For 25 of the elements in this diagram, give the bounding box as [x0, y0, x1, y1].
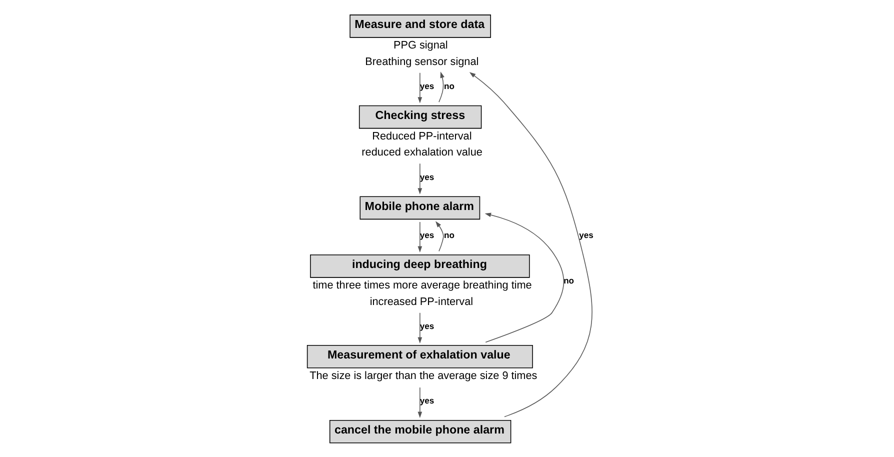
edge-label: yes: [419, 80, 434, 91]
node-label: increased PP-interval: [369, 296, 473, 308]
arrow: [417, 312, 422, 344]
arrow: [417, 387, 422, 418]
edge-label: yes: [419, 395, 434, 406]
node-label: The size is larger than the average size 9 times: [309, 370, 537, 382]
edge-label: yes: [419, 230, 434, 240]
arrow: [435, 221, 444, 252]
arrow: [468, 72, 592, 418]
edge-label: no: [563, 275, 574, 286]
arrow: [417, 222, 422, 252]
edge-label: no: [444, 80, 454, 91]
node-label: Reduced PP-interval: [372, 130, 472, 142]
arrow: [417, 163, 422, 194]
arrow: [417, 72, 422, 104]
edge-label: no: [444, 230, 454, 240]
node-label: Breathing sensor signal: [364, 56, 478, 68]
node-label: reduced exhalation value: [361, 146, 482, 159]
edge-label: yes: [578, 230, 593, 240]
arrow: [484, 212, 564, 343]
edge-label: yes: [419, 320, 434, 331]
edge-label: yes: [419, 172, 434, 182]
arrow: [438, 72, 444, 102]
node-label: PPG signal: [393, 39, 448, 52]
node-label: time three times more average breathing time: [312, 279, 532, 292]
